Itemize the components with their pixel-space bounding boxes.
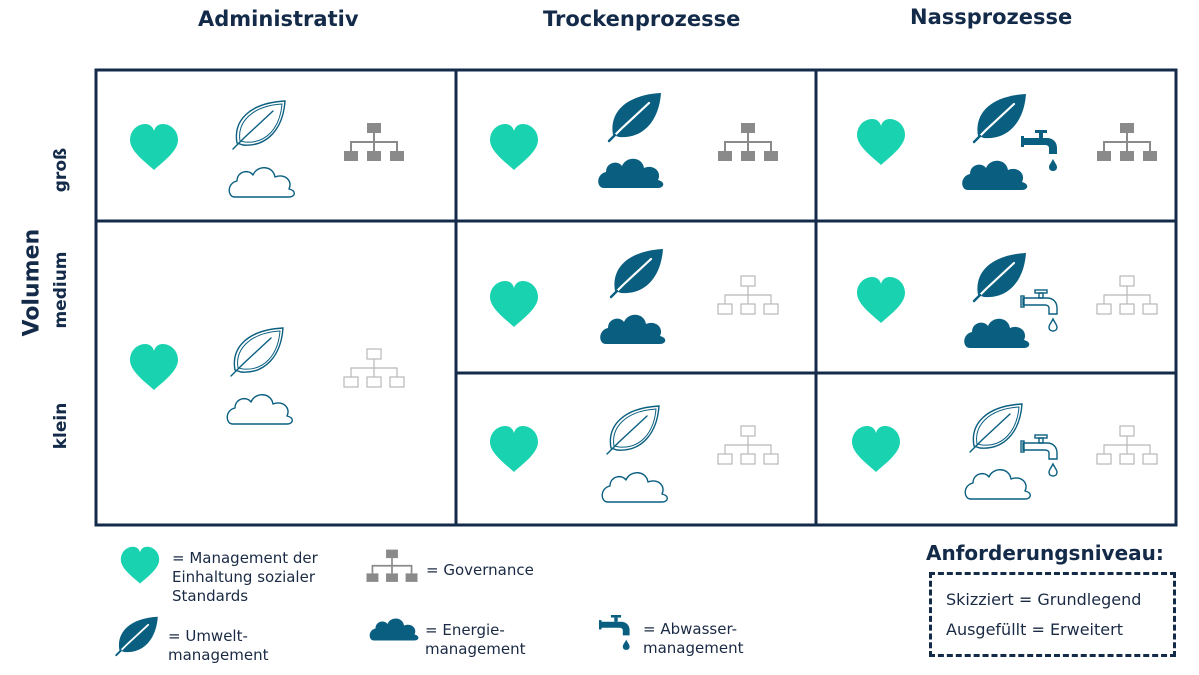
cloud-icon: [962, 160, 1028, 190]
cloud-icon: [369, 618, 419, 641]
leaf-icon: [115, 616, 158, 657]
org-chart-icon: [366, 549, 418, 582]
org-chart-icon: [1097, 123, 1157, 161]
org-chart-icon: [717, 275, 779, 315]
legend-governance-text: = Governance: [426, 561, 534, 579]
heart-icon: [490, 281, 538, 327]
legend-social-text: = Management der Einhaltung sozialer Sta…: [172, 549, 318, 605]
heart-icon: [130, 344, 178, 390]
org-chart-icon: [718, 123, 778, 161]
heart-icon: [490, 124, 538, 170]
legend-energy-text: = Energie-management: [425, 621, 526, 658]
faucet-icon: [1020, 289, 1058, 332]
cloud-icon: [226, 394, 293, 425]
org-chart-icon: [344, 123, 404, 161]
leaf-icon: [232, 100, 286, 150]
legend-wastewater-text: = Abwasser-management: [643, 620, 744, 657]
org-chart-icon: [1096, 275, 1158, 315]
column-header-trockenprozesse: Trockenprozesse: [543, 7, 741, 31]
heart-icon: [857, 119, 905, 165]
faucet-icon: [1021, 130, 1057, 171]
leaf-icon: [609, 249, 663, 299]
cloud-icon: [228, 167, 295, 198]
heart-icon: [130, 124, 178, 170]
leaf-icon: [606, 405, 660, 455]
column-header-nassprozesse: Nassprozesse: [910, 5, 1073, 29]
leaf-icon: [972, 94, 1026, 144]
heart-icon: [120, 546, 160, 584]
leaf-icon: [969, 403, 1023, 453]
leaf-icon: [230, 327, 284, 377]
requirement-line-sketched: Skizziert = Grundlegend: [946, 590, 1142, 609]
legend-environment-text: = Umwelt-management: [168, 627, 269, 664]
org-chart-icon: [717, 425, 779, 465]
requirement-box: [929, 572, 1176, 657]
heart-icon: [852, 426, 900, 472]
column-header-administrativ: Administrativ: [198, 7, 359, 31]
requirement-title: Anforderungsniveau:: [926, 541, 1164, 565]
cloud-icon: [598, 158, 664, 188]
heart-icon: [857, 277, 905, 323]
requirement-line-filled: Ausgefüllt = Erweitert: [946, 620, 1123, 639]
cloud-icon: [600, 314, 666, 344]
faucet-icon: [599, 615, 630, 650]
cloud-icon: [964, 469, 1031, 500]
leaf-icon: [607, 93, 661, 143]
cloud-icon: [601, 472, 668, 503]
leaf-icon: [972, 253, 1026, 303]
heart-icon: [490, 426, 538, 472]
faucet-icon: [1020, 434, 1058, 477]
cloud-icon: [964, 318, 1030, 348]
org-chart-icon: [343, 348, 405, 388]
org-chart-icon: [1096, 425, 1158, 465]
